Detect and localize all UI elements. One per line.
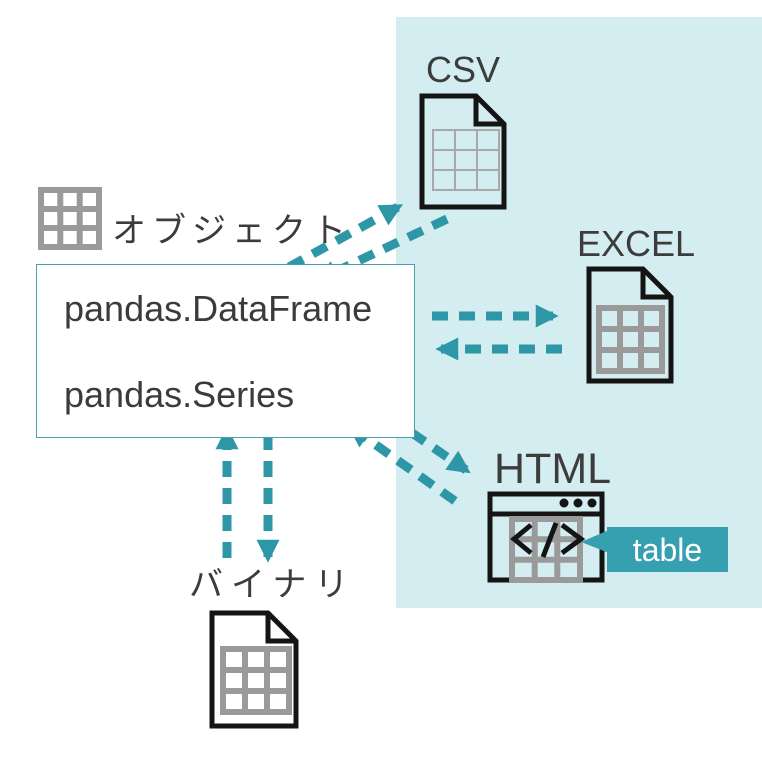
- excel-file-icon: [586, 266, 674, 384]
- binary-label: バイナリ: [189, 566, 357, 604]
- pandas-dataframe-label: pandas.DataFrame: [64, 288, 373, 329]
- pandas-object-box: pandas.DataFrame pandas.Series: [36, 264, 415, 438]
- pandas-series-label: pandas.Series: [64, 374, 295, 415]
- csv-label: CSV: [426, 49, 501, 90]
- binary-file-icon: [209, 610, 299, 729]
- table-badge: table: [607, 527, 728, 572]
- object-label: オブジェクト: [112, 212, 352, 250]
- html-label: HTML: [494, 445, 612, 493]
- excel-label: EXCEL: [577, 223, 696, 264]
- table-grid-icon: [38, 187, 102, 250]
- table-badge-pointer: [581, 530, 609, 553]
- csv-file-icon: [419, 93, 507, 210]
- code-slash-glyph: [510, 522, 586, 558]
